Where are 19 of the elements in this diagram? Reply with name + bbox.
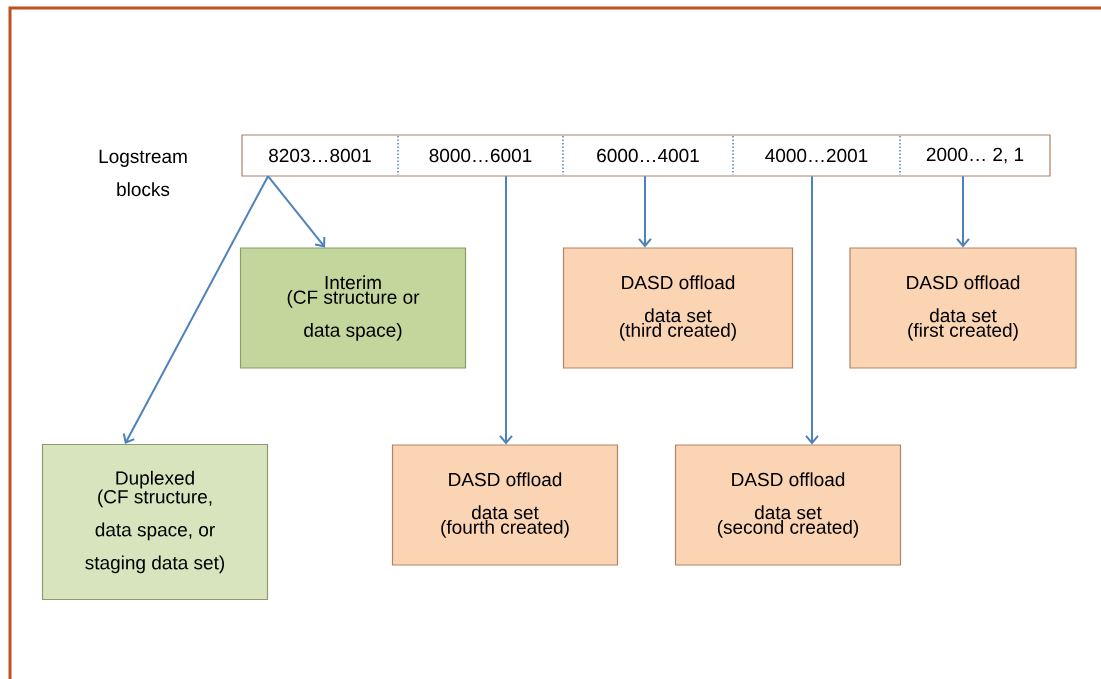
arrow (267, 175, 326, 248)
block-range-cell: 4000…2001 (765, 148, 868, 163)
block-range-cell: 8203…8001 (269, 148, 371, 163)
arrow (805, 175, 819, 445)
arrow (956, 175, 970, 248)
storage-box: Duplexed (CF structure, data space, or staging data set) (41, 443, 269, 601)
block-range-cell: 6000…4001 (597, 148, 699, 163)
block-range-cell: 2000… 2, 1 (926, 147, 1024, 164)
storage-box: DASD offload data set (third created) (562, 247, 794, 369)
storage-box: DASD offload data set (fourth created) (391, 444, 619, 566)
arrow (499, 175, 513, 445)
storage-box: Interim (CF structure or data space) (239, 247, 467, 369)
block-range-cell: 8000…6001 (429, 148, 532, 163)
bar-caption: Logstream blocks (99, 149, 187, 197)
logstream-bar (241, 134, 1051, 177)
arrow (122, 175, 269, 444)
arrow (638, 175, 652, 248)
storage-box: DASD offload data set (second created) (674, 444, 902, 566)
storage-box: DASD offload data set (first created) (849, 247, 1077, 369)
